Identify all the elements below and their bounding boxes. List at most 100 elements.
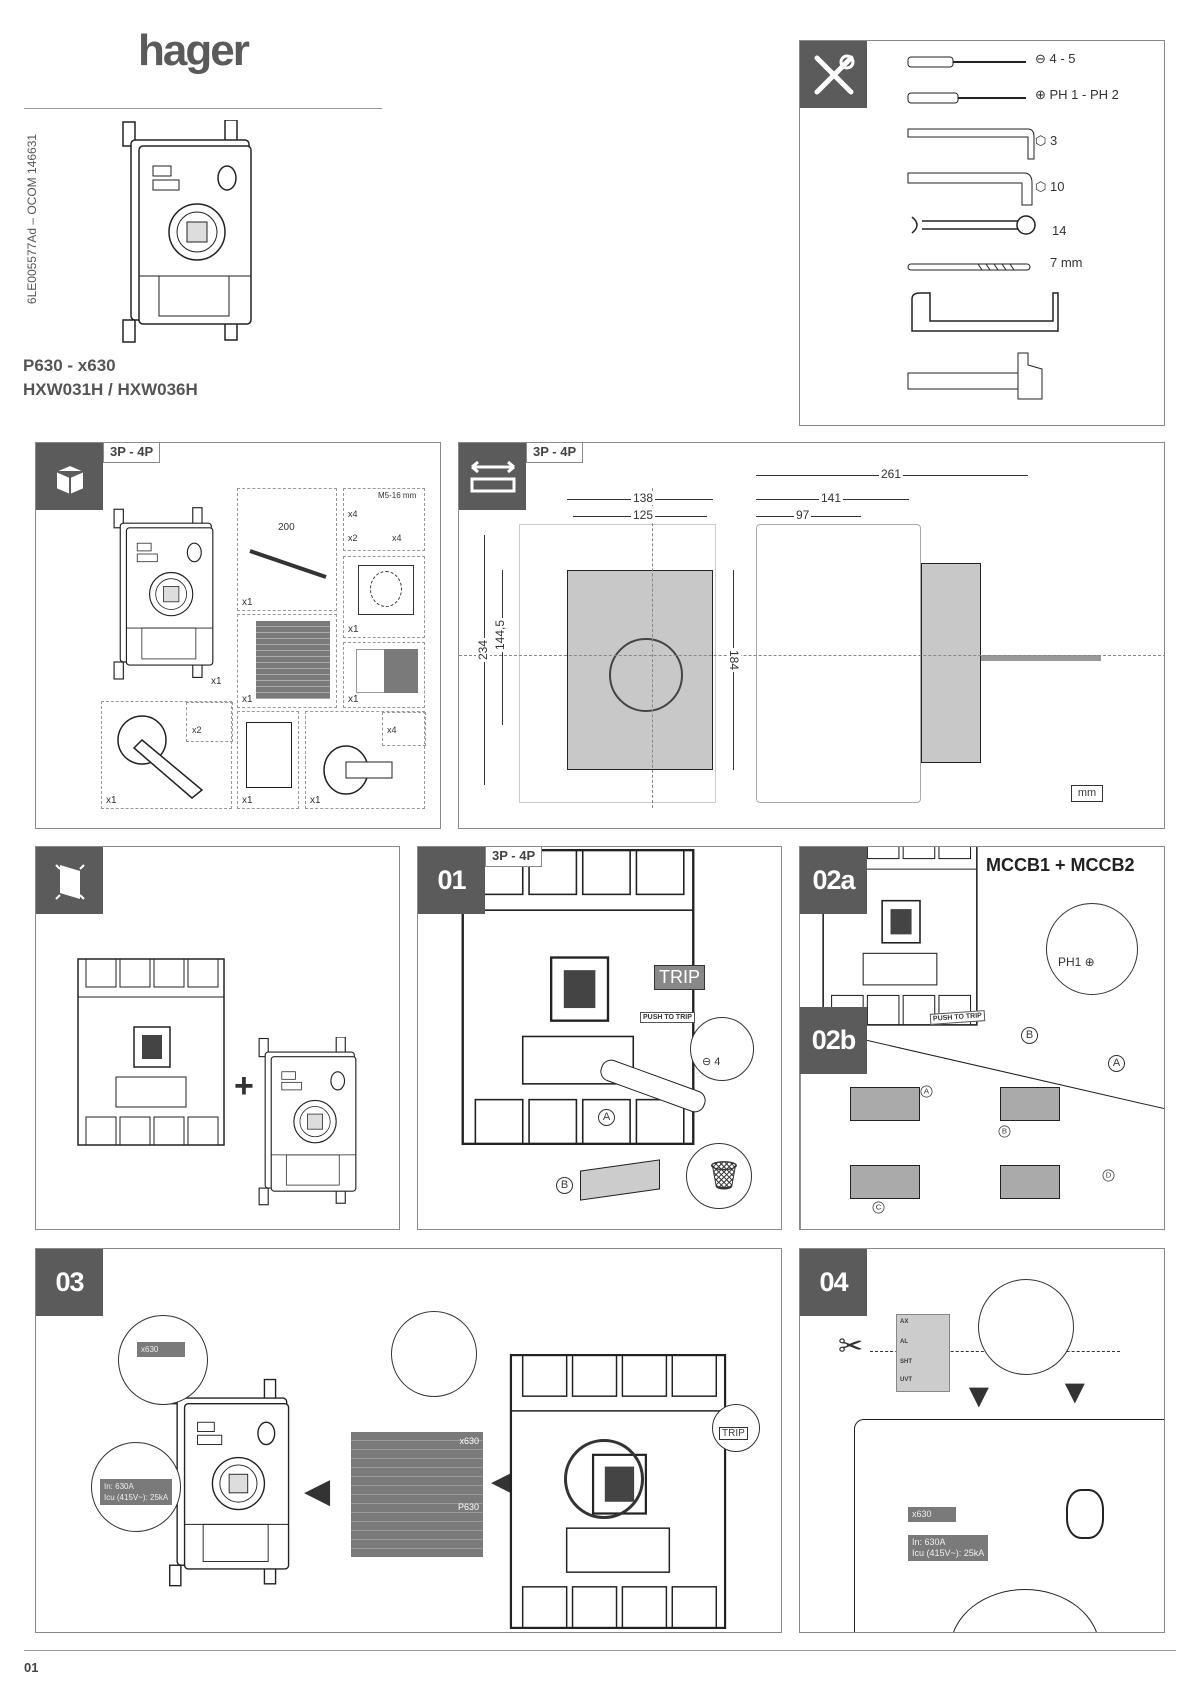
- trip-label: TRIP: [719, 1427, 748, 1440]
- panel-mount-icon: [36, 847, 103, 914]
- aux-uvt: UVT: [900, 1377, 912, 1383]
- size-value: 4: [714, 1056, 721, 1068]
- model-label: x630: [908, 1507, 956, 1522]
- arrow-down-icon: ▼: [962, 1377, 996, 1415]
- screwdriver-size: ⊖ 4: [702, 1056, 721, 1068]
- scissors-icon: ✂: [838, 1330, 864, 1363]
- footer-rule: [24, 1650, 1176, 1651]
- side-view: [756, 524, 921, 803]
- screwdriver-callout: [690, 1017, 754, 1081]
- rod-item: 200 x1: [237, 488, 337, 611]
- unit-box: mm: [1071, 785, 1103, 802]
- rating-label: In: 630A Icu (415V~): 25kA: [100, 1479, 173, 1505]
- rating-in: In: 630A: [912, 1537, 946, 1547]
- peel-callout: [978, 1279, 1074, 1375]
- marker-b: B: [556, 1177, 573, 1194]
- rating-in: In: 630A: [104, 1482, 134, 1491]
- tool-label: ⊕ PH 1 - PH 2: [1035, 87, 1119, 102]
- removed-cover: [580, 1159, 660, 1201]
- rating-icu: Icu (415V~): 25kA: [104, 1493, 169, 1502]
- phillips-callout: [1046, 903, 1138, 995]
- dimensions-panel: 3P - 4P 138 125 261 141 97 234 144,5 184…: [458, 442, 1165, 829]
- qty: x1: [310, 795, 321, 806]
- drill-bit-icon: [907, 263, 1031, 271]
- hammer-icon: [907, 352, 1043, 400]
- rating-icu: Icu (415V~): 25kA: [912, 1548, 985, 1558]
- aux-sht: SHT: [900, 1359, 912, 1365]
- mounting-panel: +: [35, 846, 400, 1230]
- tool-size: 4 - 5: [1049, 51, 1076, 66]
- flat-screwdriver-icon: [907, 56, 1026, 68]
- tools-panel: ⊖ 4 - 5 ⊕ PH 1 - PH 2 ⬡ 3 ⬡ 10 14 7 mm: [799, 40, 1165, 426]
- adapter-item: x4 x1: [305, 711, 426, 809]
- qty: x4: [392, 533, 402, 543]
- trip-warning-callout: TRIP: [712, 1404, 760, 1452]
- page-number: 01: [24, 1660, 39, 1675]
- marker-d: D: [1102, 1169, 1115, 1182]
- rod-length: 200: [276, 522, 297, 533]
- tools-icon: [800, 41, 867, 108]
- phillips-screwdriver-icon: [907, 92, 1026, 104]
- tool-size: 10: [1049, 179, 1065, 194]
- peel-callout: [391, 1311, 477, 1397]
- marker-a: A: [920, 1085, 933, 1098]
- product-line: P630 - x630: [23, 356, 116, 375]
- sheet-title-2: P630: [457, 1502, 479, 1512]
- step-03-panel: 03 x630 In: 630A Icu (415V~): 25kA ◀ x630…: [35, 1248, 782, 1633]
- ruler-icon: [459, 443, 526, 510]
- aux-ax: AX: [900, 1319, 909, 1325]
- step-number: 03: [36, 1249, 103, 1316]
- qty: x1: [242, 597, 253, 608]
- hex-key-icon: [907, 128, 1035, 160]
- marker-c: C: [872, 1201, 885, 1214]
- dim-height-face: 184: [727, 647, 742, 673]
- tool-label: ⊖ 4 - 5: [1035, 51, 1076, 66]
- step-title: MCCB1 + MCCB2: [986, 855, 1135, 875]
- dim-depth-mid: 141: [819, 491, 844, 505]
- qty: x4: [348, 509, 358, 519]
- mccb-image: [77, 958, 225, 1146]
- tool-size: 3: [1049, 133, 1058, 148]
- arrow-left-icon: ◀: [304, 1472, 331, 1510]
- step-number: 02a: [800, 847, 867, 914]
- product-image: [122, 120, 252, 343]
- qty: x1: [242, 694, 253, 705]
- pole-badge: 3P - 4P: [526, 443, 584, 463]
- header-rule: [24, 108, 382, 109]
- step-number: 04: [800, 1249, 867, 1316]
- trash-icon: 🗑: [706, 1160, 742, 1191]
- plus-sign: +: [234, 1067, 254, 1105]
- tool-label: 7 mm: [1050, 255, 1083, 270]
- enclosure-image: [113, 507, 214, 680]
- marker-a: A: [598, 1109, 615, 1126]
- marker-b: B: [998, 1125, 1011, 1138]
- screw-spec: M5-16 mm: [378, 491, 417, 500]
- phillips-size: PH1 ⊕: [1058, 955, 1095, 969]
- pole-badge: 3P - 4P: [103, 443, 161, 463]
- trip-label: TRIP: [654, 965, 706, 990]
- dim-width-outer: 138: [631, 491, 656, 505]
- step-01-panel: 01 3P - 4P TRIP PUSH TO TRIP ⊖ 4 A B 🗑: [417, 846, 782, 1230]
- label-sheet: x630 P630: [351, 1432, 483, 1557]
- model-label: x630: [137, 1342, 185, 1357]
- step-02-panel: PUSH TO TRIP 02a MCCB1 + MCCB2 PH1 ⊕ B A…: [799, 846, 1165, 1230]
- model-label-callout: x630: [118, 1315, 208, 1405]
- qty: x1: [242, 795, 253, 806]
- magnifier-icon: [564, 1439, 644, 1519]
- handle-item: x2 x1: [101, 701, 233, 809]
- document-code: 6LE005577Ad – OCOM 146631: [25, 133, 39, 305]
- push-to-trip-label: PUSH TO TRIP: [640, 1012, 695, 1023]
- tool-label: 14: [1052, 223, 1067, 238]
- aux-label-item: x1: [343, 642, 425, 708]
- qty: x1: [348, 624, 359, 635]
- tool-label: ⬡ 3: [1035, 133, 1058, 148]
- hex-socket-key-icon: [907, 172, 1033, 206]
- trash-callout: [686, 1143, 752, 1209]
- sheet-title-1: x630: [459, 1436, 479, 1446]
- qty: x1: [106, 795, 117, 806]
- aux-label: AX AL SHT UVT: [896, 1314, 950, 1392]
- brand-logo: hager: [138, 26, 250, 75]
- marker-b: B: [1021, 1027, 1038, 1044]
